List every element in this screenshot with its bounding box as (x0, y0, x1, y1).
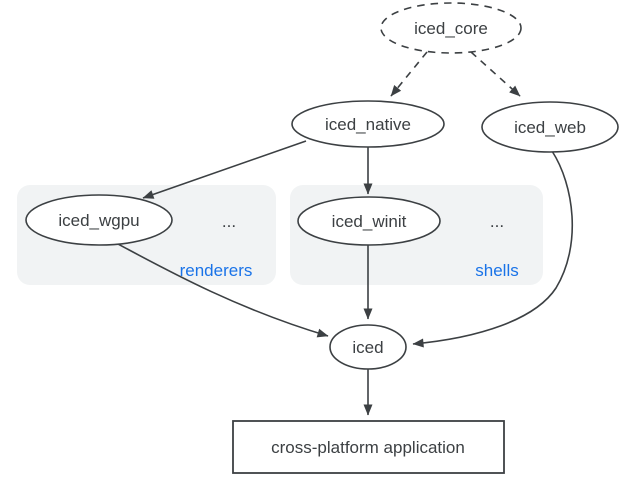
node-iced_core (380, 2, 522, 54)
group-shells-label: shells (475, 261, 518, 280)
node-iced-label: iced (352, 338, 383, 357)
node-iced_native (291, 100, 445, 148)
group-renderers-ellipsis: ... (222, 212, 236, 231)
node-iced_native-label: iced_native (325, 115, 411, 134)
edge-iced_wgpu-iced (117, 243, 329, 338)
node-iced_web (481, 101, 619, 153)
node-iced_wgpu (25, 194, 173, 246)
node-iced_winit (297, 196, 441, 246)
node-iced_core-label: iced_core (414, 19, 488, 38)
edge-iced_core-iced_web (470, 51, 521, 97)
edge-iced_web-iced (412, 150, 574, 348)
group-shells-ellipsis: ... (490, 212, 504, 231)
node-application-label: cross-platform application (271, 438, 465, 457)
node-iced_wgpu-label: iced_wgpu (58, 211, 139, 230)
node-iced (329, 324, 407, 370)
edge-iced_core-iced_native (390, 51, 428, 97)
group-renderers-label: renderers (180, 261, 253, 280)
node-application (232, 420, 505, 474)
node-iced_winit-label: iced_winit (332, 212, 407, 231)
edge-iced_native-iced_wgpu (142, 140, 307, 199)
node-iced_web-label: iced_web (514, 118, 586, 137)
